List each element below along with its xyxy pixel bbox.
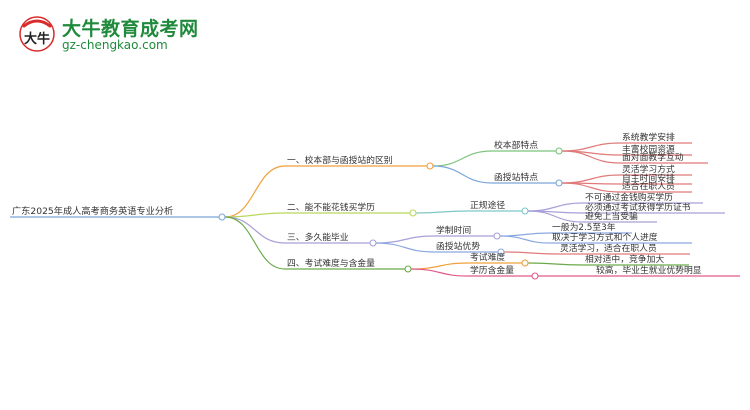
brand-name: 大牛教育成考网	[62, 18, 199, 40]
root-topic-label: 广东2025年成人高考商务英语专业分析	[12, 205, 173, 217]
leaf-3-1-2-label: 取决于学习方式和个人进度	[552, 231, 658, 243]
leaf-4-2-1-label: 较高，毕业生就业优势明显	[596, 264, 702, 276]
branch-1-connector	[426, 162, 434, 170]
leaf-1-2-3: 适合在职人员	[620, 180, 692, 193]
sub-topic-2-1-connector	[521, 207, 529, 215]
leaf-1-1-2: 丰富校园资源	[620, 143, 692, 156]
brand-logo: 大牛 大牛教育成考网 gz-chengkao.com	[18, 14, 218, 56]
leaf-1-1-3-label: 面对面教学互动	[622, 151, 684, 163]
leaf-3-2-1: 灵活学习，适合在职人员	[558, 242, 690, 255]
leaf-3-1-2: 取决于学习方式和个人进度	[550, 231, 692, 244]
root-topic-connector	[218, 213, 226, 221]
leaf-1-1-1: 系统教学安排	[620, 131, 692, 144]
sub-topic-3-2-connector	[497, 248, 505, 256]
leaf-1-2-3-label: 适合在职人员	[622, 180, 675, 192]
leaf-2-1-1-link	[527, 202, 584, 212]
sub-topic-1-1-label: 校本部特点	[494, 139, 538, 151]
leaf-2-1-3-label: 避免上当受骗	[585, 210, 638, 222]
sub-topic-3-1-label: 学制时间	[436, 224, 471, 236]
leaf-1-1-3-link	[561, 150, 621, 164]
sub-topic-1-2: 函授站特点	[492, 171, 556, 184]
branch-3-label: 三、多久能毕业	[287, 231, 349, 243]
bull-logo-icon: 大牛	[19, 16, 55, 52]
svg-text:大牛: 大牛	[24, 31, 50, 47]
branch-4-connector	[404, 265, 412, 273]
leaf-2-1-2-label: 必须通过考试获得学历证书	[585, 201, 691, 213]
branch-4-link	[224, 216, 286, 270]
leaf-1-2-1: 灵活学习方式	[620, 163, 692, 176]
sub-topic-3-1-link	[375, 235, 435, 244]
leaf-4-1-1-link	[527, 262, 584, 266]
sub-topic-4-1-link	[410, 262, 469, 270]
sub-topic-4-2: 学历含金量	[468, 264, 532, 277]
sub-topic-3-2: 函授站优势	[434, 240, 498, 253]
brand-url: gz-chengkao.com	[62, 38, 168, 52]
sub-topic-4-1-connector	[521, 259, 529, 267]
leaf-1-2-1-link	[561, 174, 621, 184]
leaf-2-1-3: 避免上当受骗	[583, 210, 657, 223]
branch-3: 三、多久能毕业	[285, 231, 370, 244]
leaf-2-1-3-link	[527, 210, 584, 223]
sub-topic-4-1: 考试难度	[468, 251, 522, 264]
sub-topic-3-2-label: 函授站优势	[436, 240, 480, 252]
branch-2-connector	[409, 209, 417, 217]
branch-1-label: 一、校本部与函授站的区别	[287, 154, 393, 166]
leaf-2-1-2: 必须通过考试获得学历证书	[583, 201, 725, 214]
leaf-3-1-1-link	[499, 232, 551, 237]
sub-topic-1-1-link	[432, 150, 493, 167]
leaf-2-1-1-label: 不可通过金钱购买学历	[585, 191, 673, 203]
leaf-4-2-1: 较高，毕业生就业优势明显	[594, 264, 740, 277]
leaf-1-2-1-label: 灵活学习方式	[622, 163, 675, 175]
sub-topic-2-1-label: 正规途径	[470, 199, 505, 211]
leaf-3-2-1-link	[503, 251, 559, 255]
leaf-1-2-2: 自主时间安排	[620, 172, 692, 185]
leaf-3-1-2-link	[499, 235, 551, 244]
sub-topic-1-2-link	[432, 165, 493, 184]
sub-topic-1-1-connector	[555, 147, 563, 155]
leaf-2-1-1: 不可通过金钱购买学历	[583, 191, 703, 204]
leaf-4-1-1-label: 相对适中，竞争加大	[585, 253, 664, 265]
branch-2: 二、能不能花钱买学历	[285, 201, 410, 214]
sub-topic-2-1: 正规途径	[468, 199, 522, 212]
root-topic: 广东2025年成人高考商务英语专业分析	[10, 205, 219, 218]
branch-3-connector	[369, 239, 377, 247]
mind-map-links	[224, 142, 621, 277]
sub-topic-4-1-label: 考试难度	[470, 251, 505, 263]
sub-topic-1-2-label: 函授站特点	[494, 171, 538, 183]
sub-topic-1-1: 校本部特点	[492, 139, 556, 152]
branch-4: 四、考试难度与含金量	[285, 257, 405, 270]
leaf-1-2-2-label: 自主时间安排	[622, 172, 675, 184]
leaf-1-1-2-label: 丰富校园资源	[622, 143, 675, 155]
leaf-1-1-1-label: 系统教学安排	[622, 131, 675, 143]
branch-3-link	[224, 216, 286, 244]
branch-1-link	[224, 165, 286, 218]
sub-topic-3-1-connector	[493, 232, 501, 240]
branch-2-label: 二、能不能花钱买学历	[287, 201, 375, 213]
sub-topic-3-2-link	[375, 242, 435, 253]
sub-topic-4-2-label: 学历含金量	[470, 264, 514, 276]
leaf-1-1-3: 面对面教学互动	[620, 151, 708, 164]
sub-topic-3-1: 学制时间	[434, 224, 494, 237]
leaf-1-1-1-link	[561, 142, 621, 152]
leaf-1-2-3-link	[561, 182, 621, 193]
leaf-3-2-1-label: 灵活学习，适合在职人员	[560, 242, 657, 254]
leaf-3-1-1-label: 一般为2.5至3年	[552, 221, 616, 233]
mind-map-nodes: 广东2025年成人高考商务英语专业分析 一、校本部与函授站的区别 校本部特点 系统教学…	[10, 131, 740, 280]
sub-topic-2-1-link	[415, 210, 469, 214]
sub-topic-1-2-connector	[555, 179, 563, 187]
branch-1: 一、校本部与函授站的区别	[285, 154, 427, 167]
leaf-3-1-1: 一般为2.5至3年	[550, 221, 632, 234]
sub-topic-4-2-link	[410, 268, 469, 277]
leaf-4-1-1: 相对适中，竞争加大	[583, 253, 689, 266]
branch-4-label: 四、考试难度与含金量	[287, 257, 375, 269]
sub-topic-4-2-connector	[531, 272, 539, 280]
